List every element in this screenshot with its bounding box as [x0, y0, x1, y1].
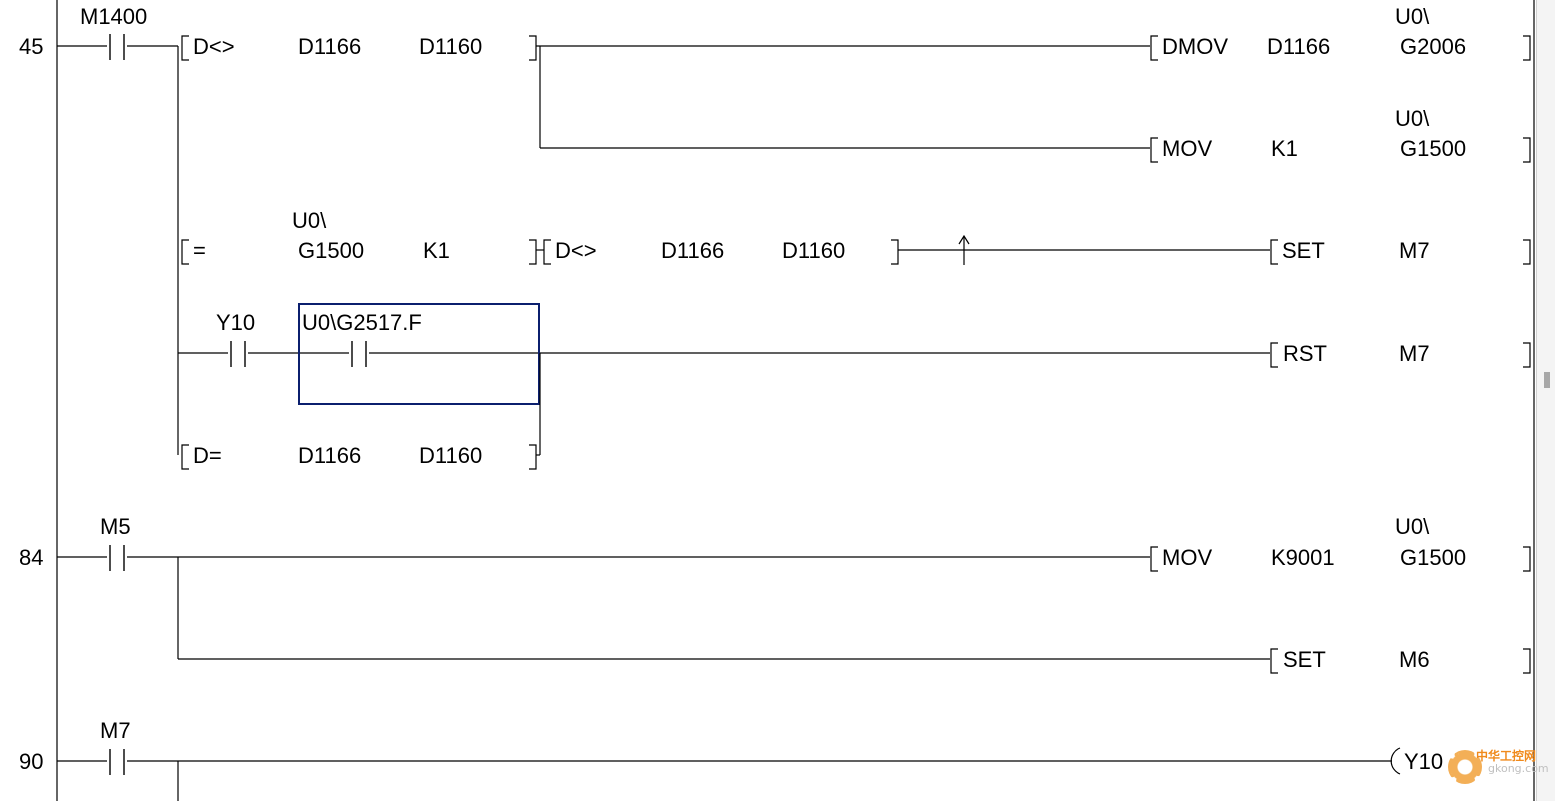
- compare-operand-a: D1166: [298, 443, 361, 468]
- instruction-dmov[interactable]: DMOV D1166 U0\ G2006: [1150, 4, 1531, 61]
- instruction-op: SET: [1283, 647, 1326, 672]
- compare-block-3[interactable]: D<> D1166 D1160: [543, 238, 899, 265]
- instruction-mov-k9001[interactable]: MOV K9001 U0\ G1500: [1150, 514, 1531, 572]
- watermark-logo: 中华工控网 gkong.com: [1448, 742, 1549, 794]
- compare-block-2[interactable]: = U0\ G1500 K1: [181, 208, 537, 265]
- step-number-90: 90: [19, 749, 43, 774]
- contact-m7[interactable]: M7: [57, 718, 131, 775]
- watermark-url: gkong.com: [1488, 762, 1549, 775]
- instruction-dst-prefix: U0\: [1395, 514, 1430, 539]
- instruction-set-m6[interactable]: SET M6: [1270, 647, 1531, 674]
- instruction-dst: M6: [1399, 647, 1430, 672]
- instruction-op: MOV: [1162, 545, 1212, 570]
- step-number-84: 84: [19, 545, 43, 570]
- instruction-op: RST: [1283, 341, 1327, 366]
- compare-block-1[interactable]: D<> D1166 D1160: [181, 34, 537, 61]
- instruction-mov-k1[interactable]: MOV K1 U0\ G1500: [1150, 106, 1531, 163]
- compare-operand-a: D1166: [298, 34, 361, 59]
- compare-block-4[interactable]: D= D1166 D1160: [181, 443, 537, 470]
- compare-operand-b: K1: [423, 238, 450, 263]
- rising-edge-arrow-icon[interactable]: [958, 234, 970, 265]
- contact-label-m1400: M1400: [80, 4, 147, 29]
- instruction-dst-prefix: U0\: [1395, 4, 1430, 29]
- instruction-op: MOV: [1162, 136, 1212, 161]
- contact-label-m5: M5: [100, 514, 131, 539]
- compare-operand-b: D1160: [419, 34, 482, 59]
- contact-y10[interactable]: Y10: [216, 310, 255, 367]
- contact-u0-g2517-f[interactable]: U0\G2517.F: [302, 310, 422, 367]
- instruction-rst-m7[interactable]: RST M7: [1270, 341, 1531, 368]
- scroll-thumb[interactable]: [1544, 372, 1550, 388]
- compare-op: D<>: [555, 238, 597, 263]
- compare-operand-a: G1500: [298, 238, 364, 263]
- contact-label-y10: Y10: [216, 310, 255, 335]
- instruction-op: SET: [1282, 238, 1325, 263]
- vertical-scrollbar[interactable]: [1536, 0, 1555, 801]
- coil-y10[interactable]: Y10: [1390, 747, 1443, 775]
- watermark-text: 中华工控网: [1476, 749, 1537, 763]
- gear-icon: [1448, 750, 1482, 784]
- instruction-dst: M7: [1399, 238, 1430, 263]
- instruction-op: DMOV: [1162, 34, 1228, 59]
- compare-operand-b: D1160: [782, 238, 845, 263]
- step-number-45: 45: [19, 34, 43, 59]
- compare-op: D=: [193, 443, 222, 468]
- instruction-dst-prefix: U0\: [1395, 106, 1430, 131]
- coil-label: Y10: [1404, 749, 1443, 774]
- instruction-dst: M7: [1399, 341, 1430, 366]
- compare-operand-b: D1160: [419, 443, 482, 468]
- instruction-dst: G1500: [1400, 136, 1466, 161]
- compare-op: D<>: [193, 34, 235, 59]
- contact-m1400[interactable]: M1400: [57, 4, 178, 60]
- compare-operand-a: D1166: [661, 238, 724, 263]
- instruction-src: D1166: [1267, 34, 1330, 59]
- contact-m5[interactable]: M5: [57, 514, 131, 571]
- selection-cursor[interactable]: [298, 303, 540, 405]
- instruction-src: K1: [1271, 136, 1298, 161]
- compare-operand-prefix: U0\: [292, 208, 327, 233]
- contact-label-m7: M7: [100, 718, 131, 743]
- instruction-dst: G2006: [1400, 34, 1466, 59]
- instruction-set-m7[interactable]: SET M7: [1270, 238, 1531, 265]
- instruction-src: K9001: [1271, 545, 1335, 570]
- contact-label-u0-g2517-f: U0\G2517.F: [302, 310, 422, 335]
- compare-op: =: [193, 238, 206, 263]
- instruction-dst: G1500: [1400, 545, 1466, 570]
